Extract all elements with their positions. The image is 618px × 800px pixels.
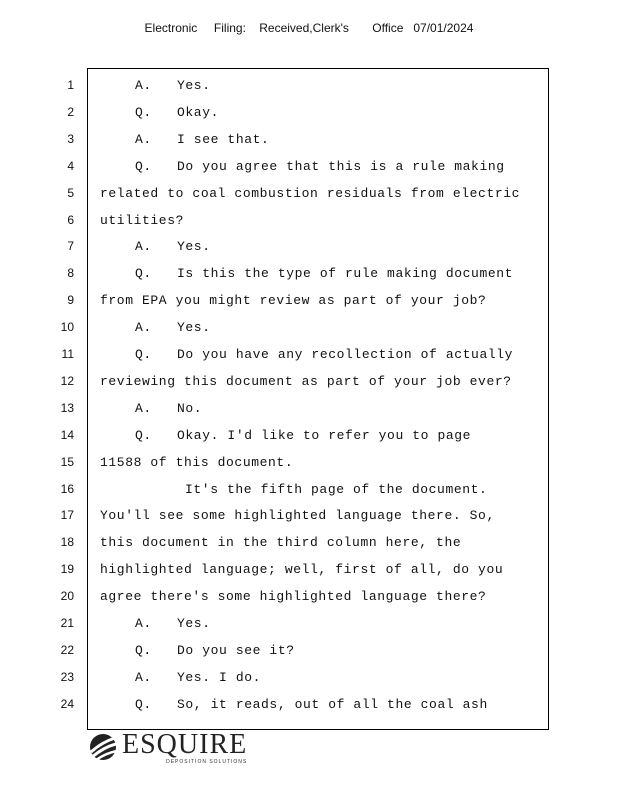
transcript-line: highlighted language; well, first of all… <box>100 562 504 578</box>
logo-tagline: DEPOSITION SOLUTIONS <box>166 759 248 765</box>
transcript-line: A. Yes. I do. <box>135 669 262 685</box>
line-number: 6 <box>67 212 74 227</box>
transcript-line: It's the fifth page of the document. <box>185 481 488 497</box>
transcript-line: A. I see that. <box>135 131 270 147</box>
transcript-line: A. Yes. <box>135 239 211 255</box>
transcript-line: Q. Okay. <box>135 104 220 120</box>
line-number: 4 <box>67 158 74 173</box>
transcript-line: this document in the third column here, … <box>100 535 462 551</box>
transcript-line: Q. Do you agree that this is a rule maki… <box>135 158 505 174</box>
transcript-box <box>87 68 549 730</box>
transcript-line: A. No. <box>135 400 203 416</box>
line-number: 2 <box>67 104 74 119</box>
line-number: 16 <box>60 481 74 496</box>
line-number: 20 <box>60 589 74 604</box>
line-number: 23 <box>60 669 74 684</box>
line-number: 21 <box>60 616 74 630</box>
line-number: 5 <box>67 185 74 200</box>
line-number: 24 <box>60 696 74 711</box>
transcript-line: utilities? <box>100 212 185 228</box>
transcript-line: A. Yes. <box>135 616 211 631</box>
line-number: 1 <box>67 78 74 92</box>
transcript-line: from EPA you might review as part of you… <box>100 293 487 309</box>
line-number: 22 <box>60 642 74 657</box>
line-number: 13 <box>60 400 74 415</box>
line-number: 12 <box>60 373 74 388</box>
transcript-line: Q. Is this the type of rule making docum… <box>135 266 514 282</box>
line-number: 3 <box>67 131 74 146</box>
globe-icon <box>89 734 118 762</box>
line-number: 15 <box>60 454 74 469</box>
line-number: 9 <box>67 293 74 308</box>
transcript-line: You'll see some highlighted language the… <box>100 508 495 524</box>
line-number: 7 <box>67 239 74 254</box>
transcript-line: Q. So, it reads, out of all the coal ash <box>135 696 488 712</box>
transcript-line: Q. Do you see it? <box>135 642 295 658</box>
transcript-line: A. Yes. <box>135 78 211 93</box>
transcript-line: 11588 of this document. <box>100 454 294 470</box>
transcript-line: reviewing this document as part of your … <box>100 373 512 389</box>
line-number: 10 <box>60 320 74 335</box>
transcript-line: agree there's some highlighted language … <box>100 589 487 605</box>
line-number: 8 <box>67 266 74 281</box>
esquire-logo: ESQUIRE DEPOSITION SOLUTIONS <box>88 729 248 766</box>
line-number: 19 <box>60 562 74 577</box>
line-number: 14 <box>60 427 74 442</box>
logo-name: ESQUIRE <box>122 729 248 760</box>
line-number: 11 <box>61 347 74 361</box>
line-number: 18 <box>60 535 74 550</box>
filing-header: Electronic Filing: Received,Clerk's Offi… <box>144 21 474 35</box>
line-number: 17 <box>60 508 74 523</box>
transcript-line: Q. Do you have any recollection of actua… <box>135 347 514 362</box>
transcript-line: Q. Okay. I'd like to refer you to page <box>135 427 472 443</box>
transcript-line: related to coal combustion residuals fro… <box>100 185 521 201</box>
transcript-line: A. Yes. <box>135 320 211 336</box>
logo-text: ESQUIRE DEPOSITION SOLUTIONS <box>122 729 248 766</box>
